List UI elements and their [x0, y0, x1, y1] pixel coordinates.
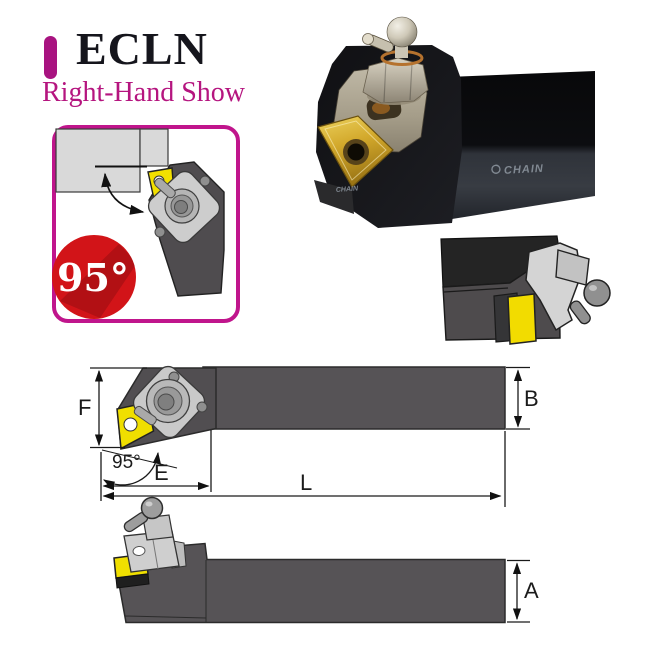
workpiece-step [139, 128, 169, 167]
side-clamp-pin [133, 405, 157, 426]
dim-label-l: L [300, 470, 312, 495]
lever-ball-photo [386, 16, 418, 48]
top-view-drawing: A [113, 496, 539, 624]
angle-badge-text: 95° [57, 255, 129, 300]
side-clamp-screw [157, 393, 175, 411]
end-view-ball [583, 279, 611, 307]
inset-tool [147, 161, 225, 297]
dimension-lines [90, 366, 530, 507]
accent-bar [44, 36, 57, 79]
top-view-ball [140, 496, 164, 520]
clamp-slot-pin [372, 102, 390, 114]
inset-angle-arc [101, 172, 145, 215]
angle-label: 95° [112, 452, 141, 473]
lever-arm-cap [362, 33, 374, 45]
insert-seat-shadow [314, 180, 354, 214]
dim-label-f: F [78, 395, 91, 420]
angle-inset: 95° [52, 125, 240, 323]
side-insert-hole [123, 417, 138, 432]
lock-nut-photo [362, 57, 429, 104]
page-title: ECLN [76, 23, 208, 74]
dim-label-e: E [154, 460, 169, 485]
side-view-drawing: F 95° E L B [78, 365, 539, 507]
dim-label-a: A [524, 578, 539, 603]
workpiece-block [55, 128, 141, 193]
dim-label-b: B [524, 386, 539, 411]
angle-badge: 95° [52, 235, 136, 319]
end-view-lever [569, 300, 591, 325]
top-view-clamp-hole [132, 545, 146, 557]
inset-clamp-screw [174, 200, 188, 214]
side-shank [202, 366, 506, 430]
top-view-insert-front [115, 573, 150, 589]
top-view-boss [142, 514, 174, 541]
brand-logo-text-2: CHAIN [336, 185, 360, 194]
end-view-insert [507, 293, 537, 345]
end-view-illustration [440, 235, 611, 345]
tool-shank-photo [448, 71, 595, 219]
dimension-lines-a [507, 559, 530, 623]
page-subtitle: Right-Hand Show [42, 77, 245, 108]
product-photo: CHAIN CHAIN [314, 16, 595, 228]
brand-logo-icon [491, 164, 501, 174]
brand-logo-text: CHAIN [504, 163, 544, 177]
brand-logo: CHAIN [491, 163, 544, 177]
